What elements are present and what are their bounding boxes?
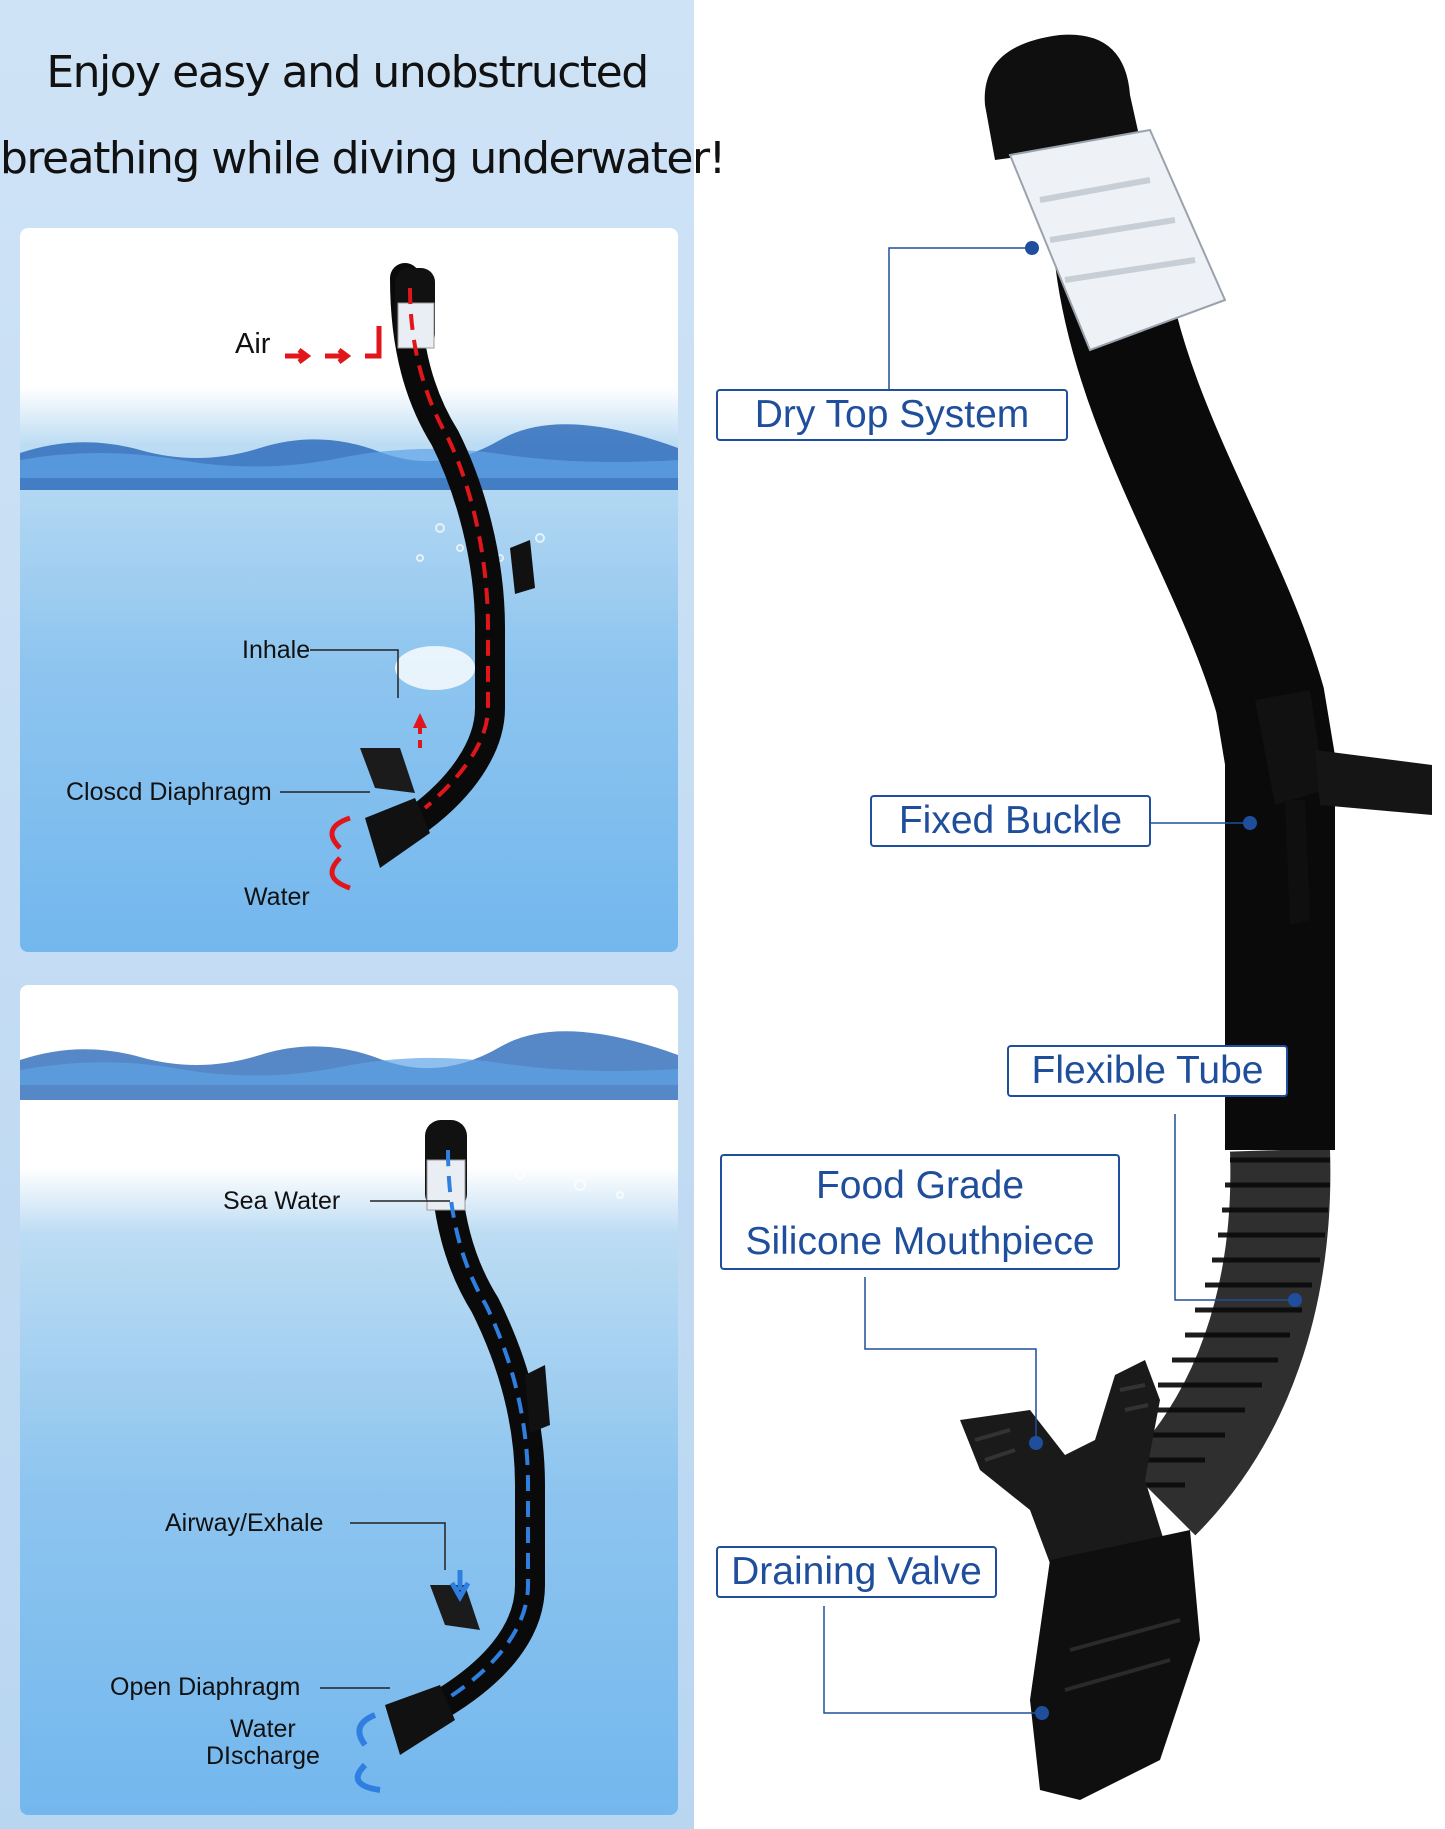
flexible-tube-label: Flexible Tube bbox=[1007, 1045, 1288, 1097]
inhale-illustration bbox=[20, 263, 678, 891]
headline-line-2: breathing while diving underwater! bbox=[0, 133, 726, 184]
water-discharge-label-2: DIscharge bbox=[206, 1742, 320, 1770]
inhale-diagram-panel: Air Inhale Closcd Diaphragm Water bbox=[20, 228, 678, 952]
open-diaphragm-label: Open Diaphragm bbox=[110, 1673, 301, 1701]
headline-line-1: Enjoy easy and unobstructed bbox=[46, 47, 649, 98]
fixed-buckle-label: Fixed Buckle bbox=[870, 795, 1151, 847]
water-discharge-label-1: Water bbox=[230, 1715, 296, 1743]
exhale-illustration bbox=[20, 1031, 678, 1793]
air-label: Air bbox=[235, 328, 271, 360]
water-label: Water bbox=[244, 883, 310, 911]
dry-top-system-label: Dry Top System bbox=[716, 389, 1068, 441]
closed-diaphragm-label: Closcd Diaphragm bbox=[66, 778, 272, 806]
left-column: Enjoy easy and unobstructed breathing wh… bbox=[0, 0, 726, 1829]
inhale-label: Inhale bbox=[242, 636, 311, 664]
mouthpiece-label: Food Grade Silicone Mouthpiece bbox=[720, 1154, 1120, 1270]
draining-valve-label: Draining Valve bbox=[716, 1546, 997, 1598]
exhale-diagram-panel: Sea Water Airway/Exhale Open Diaphragm W… bbox=[20, 985, 678, 1815]
headline: Enjoy easy and unobstructed breathing wh… bbox=[0, 30, 726, 202]
mouthpiece-label-line-1: Food Grade bbox=[815, 1164, 1025, 1207]
sea-water-label: Sea Water bbox=[223, 1187, 341, 1215]
airway-exhale-label: Airway/Exhale bbox=[165, 1509, 324, 1537]
mouthpiece-label-line-2: Silicone Mouthpiece bbox=[745, 1220, 1095, 1263]
